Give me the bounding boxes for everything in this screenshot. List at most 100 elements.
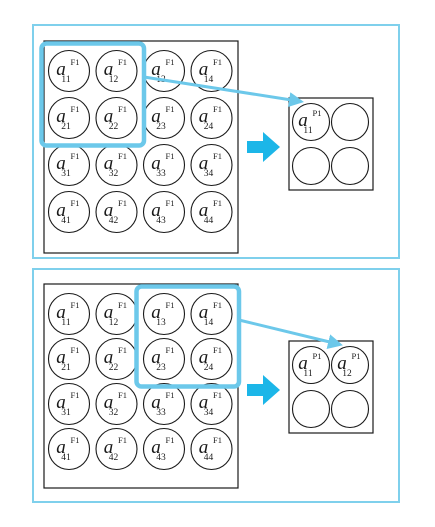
neuron-circle <box>330 345 370 385</box>
superscript-label: F1 <box>213 198 222 208</box>
subscript-label: 33 <box>156 169 166 179</box>
superscript-label: F1 <box>118 435 127 445</box>
superscript-label: F1 <box>213 435 222 445</box>
neuron-circle <box>190 292 233 336</box>
neuron-circle <box>47 382 91 426</box>
neuron-circle <box>291 146 331 186</box>
superscript-label: F1 <box>166 151 175 161</box>
neuron-circle <box>95 143 138 187</box>
symbol-label: a <box>104 153 114 174</box>
subscript-label: 14 <box>204 75 214 85</box>
neuron-circle <box>47 292 91 336</box>
superscript-label: F1 <box>71 151 80 161</box>
subscript-label: 44 <box>204 453 214 463</box>
symbol-label: a <box>199 302 209 323</box>
output-neuron <box>330 389 370 429</box>
neuron-circle <box>47 49 91 93</box>
superscript-label: F1 <box>71 57 80 67</box>
symbol-label: a <box>151 200 161 221</box>
neuron-circle <box>142 427 186 471</box>
superscript-label: F1 <box>71 435 80 445</box>
subscript-label: 43 <box>156 453 166 463</box>
output-neuron <box>330 102 370 142</box>
superscript-label: F1 <box>213 345 222 355</box>
superscript-label: F1 <box>71 198 80 208</box>
subscript-label: 21 <box>61 122 71 132</box>
subscript-label: 14 <box>204 318 214 328</box>
superscript-label: F1 <box>166 300 175 310</box>
neuron-circle <box>142 96 186 140</box>
block-arrow <box>247 132 280 162</box>
neuron-circle <box>47 190 91 234</box>
superscript-label: F1 <box>71 300 80 310</box>
neuron-circle <box>291 389 331 429</box>
connector-arrow <box>143 75 304 108</box>
pooling-window-highlight <box>39 41 147 148</box>
superscript-label: F1 <box>213 104 222 114</box>
subscript-label: 13 <box>156 318 166 328</box>
subscript-label: 44 <box>204 216 214 226</box>
superscript-label: F1 <box>213 57 222 67</box>
superscript-label: F1 <box>118 300 127 310</box>
subscript-label: 11 <box>61 75 70 85</box>
subscript-label: 31 <box>61 169 71 179</box>
superscript-label: P1 <box>352 351 361 361</box>
symbol-label: a <box>56 392 66 413</box>
superscript-label: F1 <box>118 57 127 67</box>
superscript-label: F1 <box>71 345 80 355</box>
connector-arrow <box>238 318 343 349</box>
superscript-label: F1 <box>213 390 222 400</box>
symbol-label: a <box>199 437 209 458</box>
superscript-label: F1 <box>166 435 175 445</box>
symbol-label: a <box>56 302 66 323</box>
neuron-circle <box>190 190 233 234</box>
superscript-label: F1 <box>71 390 80 400</box>
symbol-label: a <box>104 200 114 221</box>
superscript-label: F1 <box>118 151 127 161</box>
subscript-label: 43 <box>156 216 166 226</box>
symbol-label: a <box>199 59 209 80</box>
symbol-label: a <box>104 392 114 413</box>
symbol-label: a <box>298 110 308 131</box>
superscript-label: P1 <box>313 351 322 361</box>
subscript-label: 34 <box>204 169 214 179</box>
symbol-label: a <box>104 59 114 80</box>
symbol-label: a <box>104 437 114 458</box>
superscript-label: F1 <box>166 390 175 400</box>
neuron-circle <box>47 143 91 187</box>
symbol-label: a <box>151 153 161 174</box>
neuron-circle <box>95 190 138 234</box>
symbol-label: a <box>56 106 66 127</box>
symbol-label: a <box>151 437 161 458</box>
panel-border <box>32 268 400 503</box>
subscript-label: 11 <box>61 318 70 328</box>
output-neuron <box>291 146 331 186</box>
subscript-label: 41 <box>61 453 71 463</box>
subscript-label: 32 <box>109 169 119 179</box>
superscript-label: F1 <box>213 151 222 161</box>
symbol-label: a <box>151 59 161 80</box>
neuron-circle <box>190 427 233 471</box>
input-neuron: a F1 44 <box>190 427 233 471</box>
neuron-circle <box>190 143 233 187</box>
neuron-circle <box>95 337 138 381</box>
symbol-label: a <box>298 353 308 374</box>
superscript-label: F1 <box>166 345 175 355</box>
